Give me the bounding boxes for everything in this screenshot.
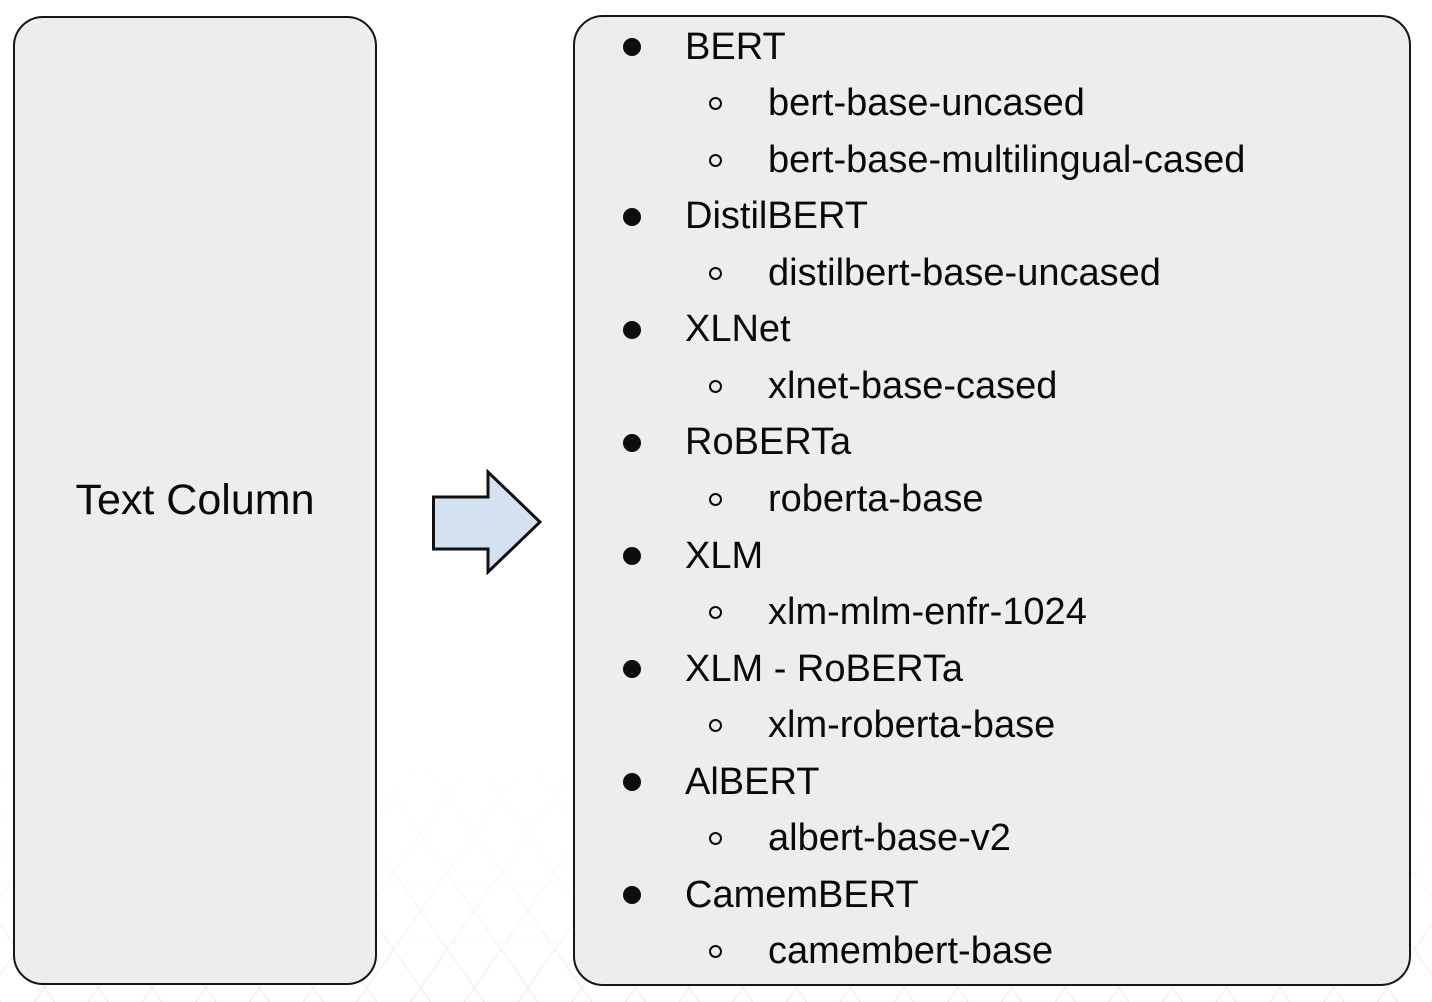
- bullet-icon: [623, 320, 641, 339]
- list-item: DistilBERT: [575, 189, 1409, 246]
- list-item: XLM - RoBERTa: [575, 641, 1409, 698]
- model-checkpoint-label: distilbert-base-uncased: [768, 251, 1161, 294]
- circle-bullet-icon: [709, 97, 722, 111]
- circle-bullet-icon: [709, 719, 722, 733]
- list-subitem: albert-base-v2: [575, 810, 1409, 867]
- model-family-label: RoBERTa: [685, 421, 852, 464]
- model-checkpoint-label: xlm-roberta-base: [768, 704, 1056, 747]
- model-family-label: BERT: [685, 25, 786, 68]
- model-checkpoint-label: xlm-mlm-enfr-1024: [768, 591, 1087, 634]
- list-item: BERT: [575, 19, 1409, 76]
- right-arrow-icon: [432, 468, 543, 576]
- list-item: AlBERT: [575, 754, 1409, 811]
- model-checkpoint-label: roberta-base: [768, 478, 984, 521]
- list-subitem: roberta-base: [575, 471, 1409, 528]
- bullet-icon: [623, 547, 641, 566]
- circle-bullet-icon: [709, 379, 722, 393]
- model-checkpoint-label: bert-base-multilingual-cased: [768, 138, 1246, 181]
- list-item: XLNet: [575, 302, 1409, 359]
- model-family-label: XLM - RoBERTa: [685, 647, 964, 690]
- circle-bullet-icon: [709, 606, 722, 620]
- list-subitem: bert-base-multilingual-cased: [575, 132, 1409, 189]
- bullet-icon: [623, 433, 641, 452]
- list-subitem: distilbert-base-uncased: [575, 245, 1409, 302]
- list-item: CamemBERT: [575, 867, 1409, 924]
- bullet-icon: [623, 38, 641, 57]
- bullet-icon: [623, 773, 641, 792]
- model-family-label: XLNet: [685, 308, 791, 351]
- bullet-icon: [623, 207, 641, 226]
- model-family-label: XLM: [685, 534, 764, 577]
- model-checkpoint-label: camembert-base: [768, 930, 1054, 973]
- list-subitem: camembert-base: [575, 924, 1409, 981]
- list-subitem: xlm-roberta-base: [575, 697, 1409, 754]
- text-column-label: Text Column: [75, 476, 315, 524]
- list-item: RoBERTa: [575, 415, 1409, 472]
- bullet-icon: [623, 660, 641, 679]
- model-family-label: DistilBERT: [685, 195, 868, 238]
- model-list: BERT bert-base-uncased bert-base-multili…: [575, 19, 1409, 980]
- list-item: XLM: [575, 528, 1409, 585]
- circle-bullet-icon: [709, 153, 722, 167]
- model-family-label: CamemBERT: [685, 873, 919, 916]
- list-subitem: xlnet-base-cased: [575, 358, 1409, 415]
- model-checkpoint-label: albert-base-v2: [768, 817, 1011, 860]
- circle-bullet-icon: [709, 945, 722, 959]
- list-subitem: xlm-mlm-enfr-1024: [575, 584, 1409, 641]
- model-family-label: AlBERT: [685, 760, 820, 803]
- circle-bullet-icon: [709, 493, 722, 507]
- circle-bullet-icon: [709, 266, 722, 280]
- model-list-box: BERT bert-base-uncased bert-base-multili…: [573, 15, 1411, 986]
- circle-bullet-icon: [709, 832, 722, 846]
- model-checkpoint-label: xlnet-base-cased: [768, 364, 1058, 407]
- bullet-icon: [623, 886, 641, 905]
- text-column-box: Text Column: [13, 16, 377, 985]
- model-checkpoint-label: bert-base-uncased: [768, 82, 1085, 125]
- list-subitem: bert-base-uncased: [575, 76, 1409, 133]
